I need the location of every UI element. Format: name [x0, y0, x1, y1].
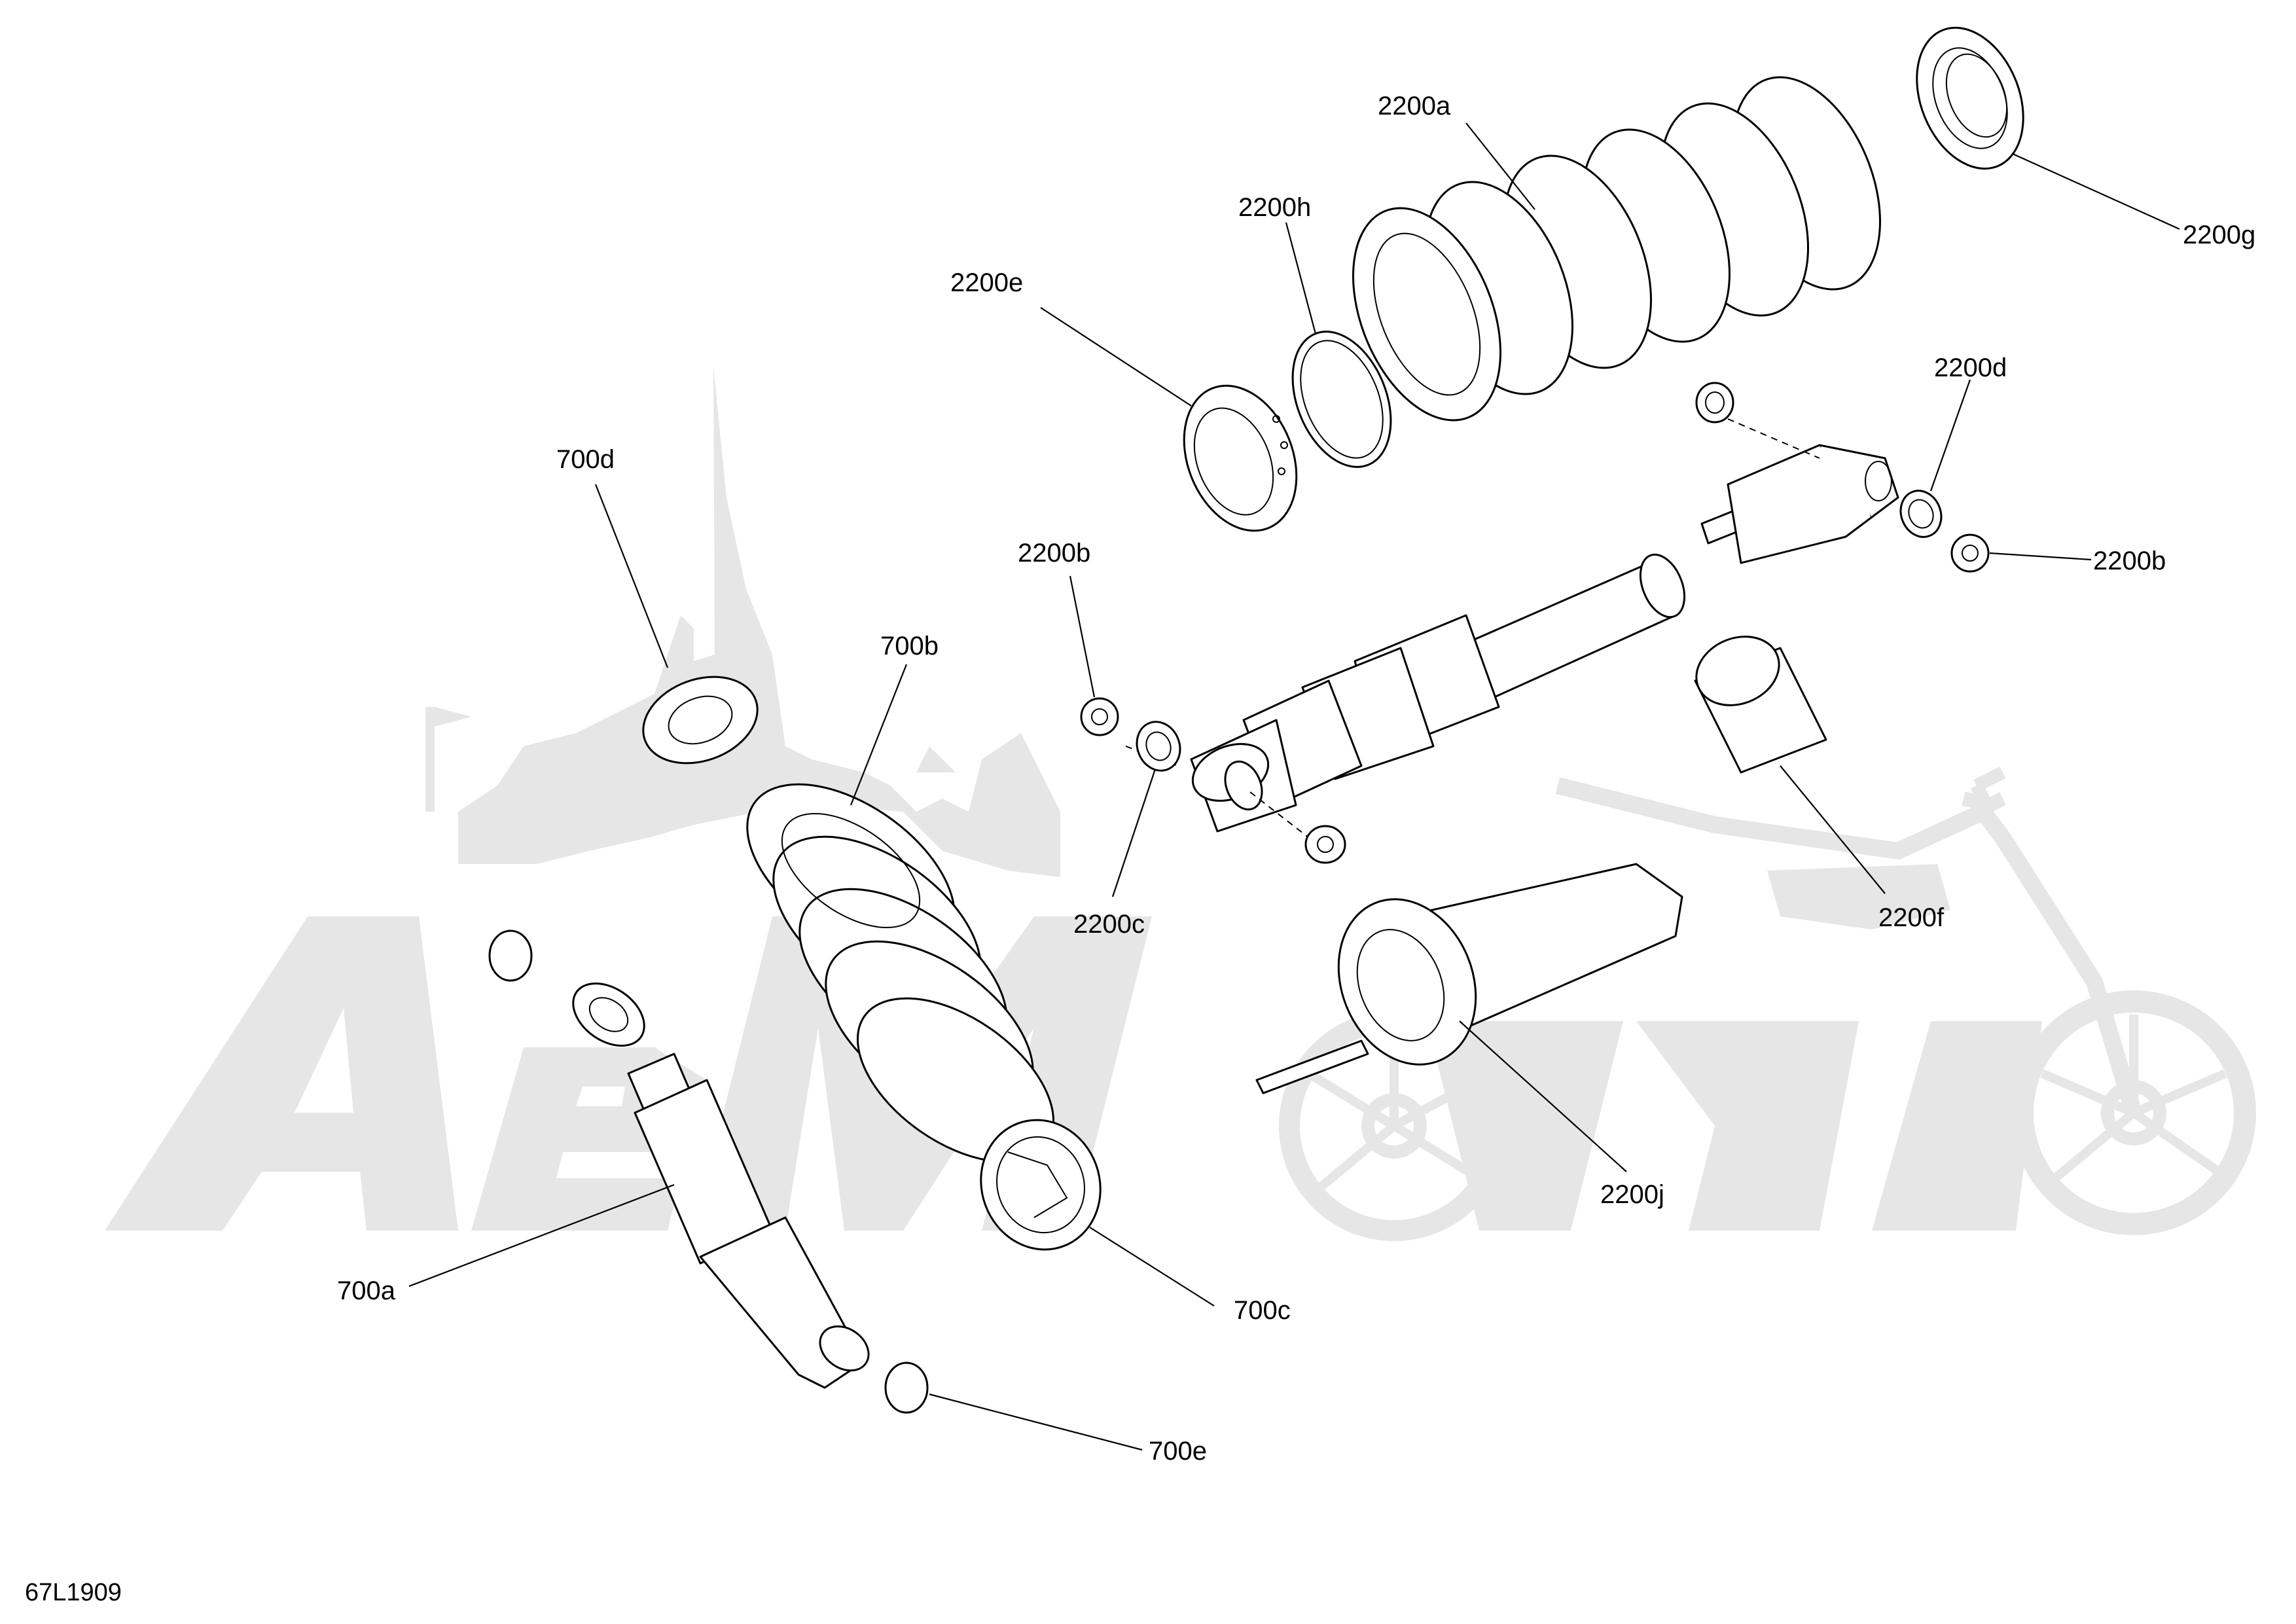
- leader-2200c: [1111, 768, 1157, 897]
- leader-2200g: [2012, 153, 2180, 230]
- nut-2200b-right: [1950, 533, 1990, 573]
- watermark-logo: [105, 367, 2256, 1241]
- callout-labels: 2200a 2200g 2200h 2200e 2200d 700d 2200b…: [337, 92, 2255, 1466]
- callout-2200g: 2200g: [2183, 221, 2255, 249]
- callout-700b: 700b: [880, 632, 939, 660]
- callout-700a: 700a: [337, 1276, 396, 1305]
- leader-2200e: [1040, 307, 1192, 406]
- leader-2200h: [1285, 222, 1317, 334]
- reservoir-2200j: [1255, 863, 1683, 1094]
- spring-2200a: [1352, 76, 1881, 422]
- callout-700e: 700e: [1149, 1437, 1207, 1466]
- shock-absorber-2200: [1125, 418, 1899, 839]
- document-number: 67L1909: [25, 1579, 122, 1606]
- leader-2200d: [1929, 379, 1971, 492]
- callout-2200c: 2200c: [1073, 910, 1145, 939]
- callout-2200e: 2200e: [950, 268, 1023, 297]
- sleeve-2200f: [1694, 636, 1827, 774]
- leader-2200f: [1780, 765, 1886, 894]
- callout-2200j: 2200j: [1600, 1180, 1664, 1209]
- shock-absorber-700a: [488, 929, 929, 1414]
- bushing-2200c: [1136, 721, 1181, 772]
- callout-700d: 700d: [556, 445, 615, 474]
- leader-700b: [850, 664, 908, 806]
- adjusting-collar-2200e: [1183, 384, 1298, 532]
- nut-2200b-left: [1080, 697, 1346, 864]
- leader-2200b-right: [1989, 552, 2092, 561]
- leader-700c: [1089, 1227, 1215, 1307]
- spring-retainer-2200g: [1916, 26, 2024, 170]
- callout-2200d: 2200d: [1934, 353, 2007, 382]
- leader-700e: [929, 1393, 1143, 1451]
- split-ring-700d: [642, 676, 759, 765]
- leader-2200j: [1459, 1020, 1627, 1172]
- leader-700d: [594, 484, 669, 668]
- callout-2200b-left: 2200b: [1018, 539, 1090, 568]
- leader-2200a: [1465, 122, 1535, 210]
- bushing-2200d: [1695, 382, 1943, 538]
- leader-700a: [408, 1183, 675, 1288]
- callout-2200a: 2200a: [1378, 92, 1451, 120]
- spring-700b: [746, 783, 1055, 1163]
- callout-700c: 700c: [1234, 1296, 1291, 1325]
- callout-2200h: 2200h: [1238, 193, 1311, 222]
- adjuster-ring-700c: [980, 1119, 1102, 1251]
- leader-2200b-left: [1069, 575, 1096, 698]
- callout-2200b-right: 2200b: [2093, 547, 2166, 575]
- callout-2200f: 2200f: [1878, 903, 1945, 932]
- leader-lines: [408, 122, 2180, 1451]
